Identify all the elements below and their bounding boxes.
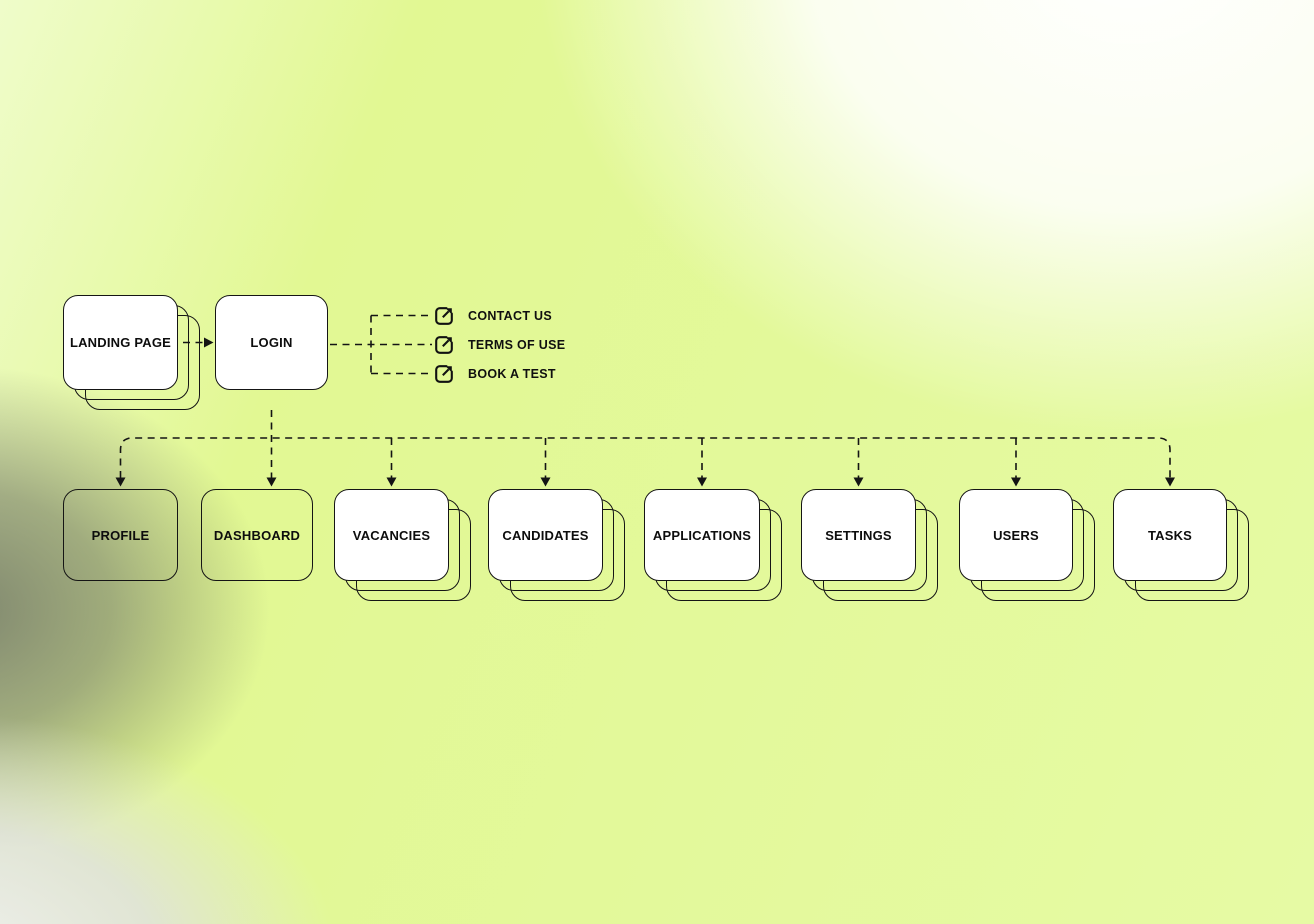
external-link-contact-us[interactable]: CONTACT US <box>433 305 552 327</box>
node-candidates[interactable]: CANDIDATES <box>488 489 625 601</box>
node-face: SETTINGS <box>801 489 916 581</box>
arrowhead-down-icon <box>115 477 126 487</box>
external-link-label: BOOK A TEST <box>468 366 556 381</box>
node-label: CANDIDATES <box>502 527 589 543</box>
node-users[interactable]: USERS <box>959 489 1095 601</box>
node-dashboard[interactable]: DASHBOARD <box>201 489 313 581</box>
node-face: VACANCIES <box>334 489 449 581</box>
node-face: USERS <box>959 489 1073 581</box>
node-vacancies[interactable]: VACANCIES <box>334 489 471 601</box>
node-profile[interactable]: PROFILE <box>63 489 178 581</box>
node-applications[interactable]: APPLICATIONS <box>644 489 782 601</box>
node-label: LANDING PAGE <box>69 335 172 350</box>
node-label: APPLICATIONS <box>652 527 752 543</box>
external-link-label: CONTACT US <box>468 308 553 323</box>
external-link-terms-of-use[interactable]: TERMS OF USE <box>433 334 565 356</box>
arrowhead-down-icon <box>1011 477 1021 487</box>
external-link-icon <box>435 306 453 325</box>
arrowhead-down-icon <box>266 477 277 487</box>
node-tasks[interactable]: TASKS <box>1113 489 1249 601</box>
node-login[interactable]: LOGIN <box>215 295 328 390</box>
arrowhead-right-icon <box>204 337 214 348</box>
arrowhead-down-icon <box>386 477 397 487</box>
arrowhead-down-icon <box>1165 477 1175 487</box>
node-label: DASHBOARD <box>213 527 301 543</box>
external-link-label: TERMS OF USE <box>468 337 566 352</box>
node-settings[interactable]: SETTINGS <box>801 489 938 601</box>
node-label: USERS <box>993 527 1039 543</box>
external-link-icon <box>435 364 453 383</box>
node-face: DASHBOARD <box>201 489 313 581</box>
node-face: PROFILE <box>63 489 178 581</box>
node-face: LANDING PAGE <box>63 295 178 390</box>
node-label: VACANCIES <box>352 527 431 543</box>
arrowhead-down-icon <box>853 477 864 487</box>
connector-bus <box>119 437 1171 478</box>
arrowhead-down-icon <box>540 477 551 487</box>
node-label: PROFILE <box>91 527 150 543</box>
external-link-book-a-test[interactable]: BOOK A TEST <box>433 363 556 385</box>
node-face: LOGIN <box>215 295 328 390</box>
external-link-icon <box>435 335 453 354</box>
node-face: CANDIDATES <box>488 489 603 581</box>
node-face: APPLICATIONS <box>644 489 760 581</box>
node-landing-page[interactable]: LANDING PAGE <box>63 295 200 410</box>
node-label: LOGIN <box>250 335 293 350</box>
node-label: SETTINGS <box>825 527 892 543</box>
node-face: TASKS <box>1113 489 1227 581</box>
node-label: TASKS <box>1147 527 1193 543</box>
arrowhead-down-icon <box>697 477 707 487</box>
